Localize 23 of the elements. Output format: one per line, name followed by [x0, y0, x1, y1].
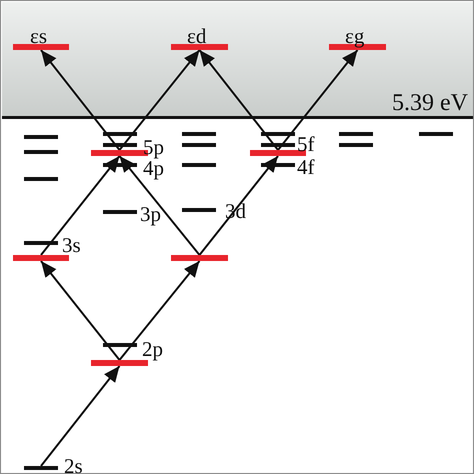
arrow	[198, 49, 279, 151]
level-label: 4p	[143, 158, 164, 178]
level-label: 5p	[143, 137, 164, 157]
ionization-energy-label: 5.39 eV	[392, 92, 468, 114]
continuum-band	[2, 2, 473, 119]
level-label: 3p	[140, 204, 161, 224]
level-label: 4f	[297, 157, 314, 177]
arrow	[198, 155, 279, 256]
arrow	[118, 49, 200, 151]
level-label: 5f	[297, 134, 314, 154]
arrow	[40, 49, 120, 151]
level-label: 3s	[62, 235, 81, 255]
arrow	[118, 155, 200, 256]
arrow	[277, 49, 358, 151]
level-label: εd	[187, 26, 206, 46]
level-label: 2p	[142, 339, 163, 359]
arrow	[118, 260, 200, 361]
arrow	[40, 260, 120, 361]
level-label: εg	[345, 26, 364, 46]
level-label: εs	[30, 26, 47, 46]
arrow	[40, 365, 120, 467]
level-label: 2s	[64, 456, 83, 473]
arrow	[40, 155, 120, 256]
